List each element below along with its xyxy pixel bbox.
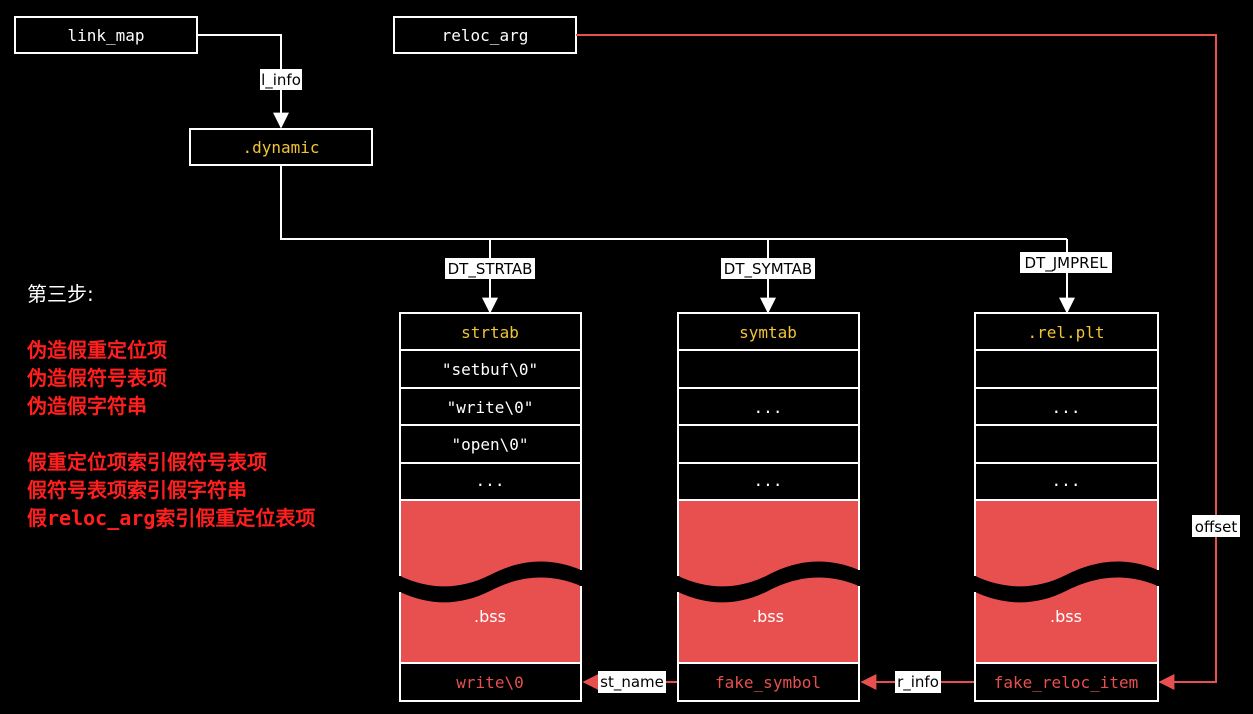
- symtab-row: ...: [754, 398, 783, 417]
- step-line: 伪造假字符串: [27, 394, 147, 418]
- reloc-arg-box: reloc_arg: [393, 16, 577, 54]
- strtab-bss-label: .bss: [474, 607, 506, 626]
- symtab-column: symtab ... ... .bss fake_symbol: [676, 312, 861, 702]
- edge-label-dt-strtab: DT_STRTAB: [445, 258, 535, 279]
- svg-text:DT_JMPREL: DT_JMPREL: [1025, 254, 1109, 273]
- relplt-column: .rel.plt ... ... .bss fake_reloc_item: [973, 312, 1160, 702]
- step-line: 伪造假符号表项: [27, 366, 167, 390]
- step-line-prefix: 假: [27, 506, 47, 530]
- strtab-row: ...: [476, 471, 505, 490]
- strtab-fake-string: write\0: [456, 673, 523, 692]
- svg-text:DT_SYMTAB: DT_SYMTAB: [724, 260, 812, 279]
- strtab-row: "open\0": [451, 435, 528, 454]
- step-line-suffix: 索引假重定位表项: [155, 506, 316, 530]
- link-map-box: link_map: [14, 16, 198, 54]
- strtab-column: strtab "setbuf\0" "write\0" "open\0" ...…: [398, 312, 583, 702]
- symtab-row: ...: [754, 471, 783, 490]
- reloc-arg-label: reloc_arg: [442, 26, 529, 45]
- strtab-row: "setbuf\0": [442, 360, 538, 379]
- edge-label-r-info: r_info: [895, 671, 941, 693]
- svg-text:l_info: l_info: [261, 71, 301, 90]
- white-connectors: [197, 34, 1075, 314]
- relplt-header: .rel.plt: [1027, 323, 1104, 342]
- relplt-bss-label: .bss: [1050, 607, 1082, 626]
- step-line: 伪造假重定位项: [27, 338, 167, 362]
- link-map-label: link_map: [67, 26, 144, 45]
- edge-label-dt-symtab: DT_SYMTAB: [721, 258, 815, 279]
- relplt-row: ...: [1052, 471, 1081, 490]
- relplt-row: ...: [1052, 398, 1081, 417]
- svg-text:st_name: st_name: [600, 673, 664, 692]
- step-notes: 第三步: 伪造假重定位项 伪造假符号表项 伪造假字符串 假重定位项索引假符号表项…: [27, 280, 315, 532]
- strtab-header: strtab: [461, 323, 519, 342]
- dynamic-box: .dynamic: [189, 128, 373, 166]
- symtab-fake-symbol: fake_symbol: [715, 673, 821, 692]
- symtab-bss-label: .bss: [752, 607, 784, 626]
- step-line: 假符号表项索引假字符串: [27, 478, 247, 502]
- strtab-row: "write\0": [447, 398, 534, 417]
- edge-label-dt-jmprel: DT_JMPREL: [1020, 252, 1112, 273]
- step-line: 假重定位项索引假符号表项: [27, 450, 267, 474]
- dynamic-label: .dynamic: [242, 138, 319, 157]
- svg-text:DT_STRTAB: DT_STRTAB: [448, 260, 533, 279]
- step-title: 第三步:: [27, 282, 94, 306]
- svg-text:offset: offset: [1195, 518, 1238, 536]
- symtab-header: symtab: [739, 323, 797, 342]
- relplt-fake-reloc-item: fake_reloc_item: [994, 673, 1139, 692]
- step-line-code: reloc_arg: [47, 506, 156, 530]
- svg-text:r_info: r_info: [897, 673, 939, 692]
- edge-label-offset: offset: [1192, 515, 1240, 537]
- edge-label-st-name: st_name: [598, 671, 666, 693]
- step-line: 假reloc_arg索引假重定位表项: [27, 504, 315, 532]
- edge-label-l-info: l_info: [260, 69, 302, 90]
